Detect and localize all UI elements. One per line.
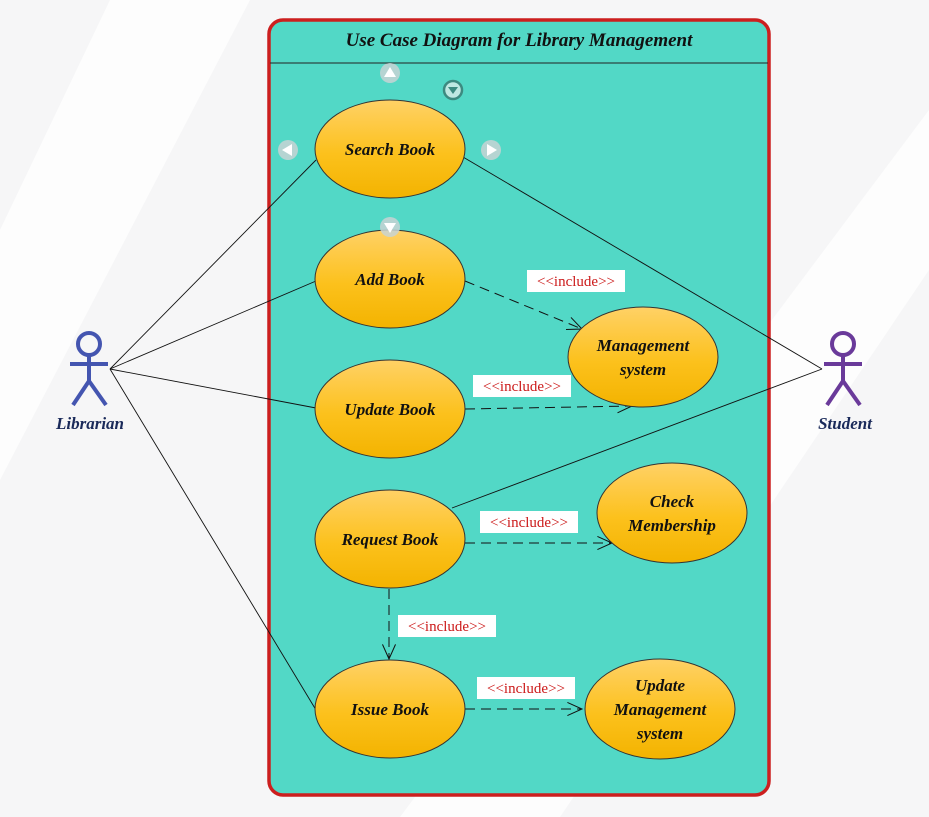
use-case-ellipse bbox=[314, 659, 466, 759]
include-label-text: <<include>> bbox=[408, 619, 486, 635]
use-case-label: system bbox=[619, 360, 666, 379]
actor-librarian[interactable]: Librarian bbox=[55, 331, 124, 433]
include-label: <<include>> bbox=[398, 615, 496, 637]
actor-student[interactable]: Student bbox=[818, 331, 873, 433]
association-librarian-search[interactable] bbox=[109, 159, 317, 370]
use-case-add[interactable]: Add Book bbox=[314, 229, 466, 329]
use-case-label: Update Book bbox=[344, 400, 436, 419]
include-label: <<include>> bbox=[477, 677, 575, 699]
arrow-left-icon bbox=[282, 144, 292, 156]
use-case-label: Search Book bbox=[345, 140, 436, 159]
use-case-label: system bbox=[636, 724, 683, 743]
dropdown-handle[interactable] bbox=[442, 79, 464, 101]
associations bbox=[109, 156, 823, 711]
arrow-right-handle[interactable] bbox=[481, 140, 501, 160]
use-case-label: Management bbox=[613, 700, 708, 719]
use-case-label: Issue Book bbox=[350, 700, 429, 719]
student-stick-figure-icon bbox=[824, 331, 862, 407]
arrow-down-icon bbox=[384, 223, 396, 233]
use-case-ellipse bbox=[314, 99, 466, 199]
use-case-label: Request Book bbox=[341, 530, 439, 549]
diagram-title: Use Case Diagram for Library Management bbox=[346, 30, 693, 51]
use-case-label: Check bbox=[650, 492, 695, 511]
association-librarian-add[interactable] bbox=[109, 280, 317, 370]
use-case-label: Membership bbox=[627, 516, 716, 535]
include-label: <<include>> bbox=[527, 270, 625, 292]
actor-label: Student bbox=[818, 414, 873, 433]
use-case-request[interactable]: Request Book bbox=[314, 489, 466, 589]
actor-label: Librarian bbox=[55, 414, 124, 433]
include-label-text: <<include>> bbox=[537, 274, 615, 290]
association-student-request[interactable] bbox=[451, 368, 823, 509]
include-label-text: <<include>> bbox=[483, 379, 561, 395]
include-relation-issue-updmgmt[interactable] bbox=[465, 702, 584, 716]
association-librarian-update[interactable] bbox=[109, 368, 317, 409]
use-case-ellipse bbox=[314, 359, 466, 459]
include-label-text: <<include>> bbox=[490, 515, 568, 531]
use-case-issue[interactable]: Issue Book bbox=[314, 659, 466, 759]
use-case-update[interactable]: Update Book bbox=[314, 359, 466, 459]
use-case-label: Add Book bbox=[354, 270, 425, 289]
include-label: <<include>> bbox=[480, 511, 578, 533]
association-student-search[interactable] bbox=[462, 156, 823, 370]
use-case-ellipse bbox=[584, 658, 736, 760]
chevron-down-icon bbox=[448, 87, 458, 94]
include-label: <<include>> bbox=[473, 375, 571, 397]
librarian-stick-figure-icon bbox=[70, 331, 108, 407]
arrow-left-handle[interactable] bbox=[278, 140, 298, 160]
arrow-right-icon bbox=[487, 144, 497, 156]
use-case-ellipse bbox=[567, 306, 719, 408]
arrow-down-handle[interactable] bbox=[380, 217, 400, 237]
use-case-mgmt[interactable]: Management system bbox=[567, 306, 719, 408]
arrow-up-handle[interactable] bbox=[380, 63, 400, 83]
include-dashed-line bbox=[464, 405, 633, 410]
use-case-label: Update bbox=[635, 676, 686, 695]
association-librarian-issue[interactable] bbox=[109, 368, 317, 711]
arrow-up-icon bbox=[384, 67, 396, 77]
use-case-ellipse bbox=[596, 462, 748, 564]
use-case-search[interactable]: Search Book bbox=[314, 99, 466, 199]
include-label-text: <<include>> bbox=[487, 681, 565, 697]
selection-handles bbox=[278, 63, 501, 237]
use-case-label: Management bbox=[596, 336, 691, 355]
open-arrowhead-icon bbox=[567, 702, 584, 716]
include-dashed-line bbox=[464, 280, 583, 330]
include-labels: <<include>> <<include>> <<include>> <<inclu… bbox=[398, 270, 625, 699]
system-boundary[interactable]: Use Case Diagram for Library Management bbox=[267, 18, 771, 797]
open-arrowhead-icon bbox=[382, 644, 396, 661]
include-relation-request-issue[interactable] bbox=[382, 589, 396, 661]
use-case-ellipse bbox=[314, 489, 466, 589]
